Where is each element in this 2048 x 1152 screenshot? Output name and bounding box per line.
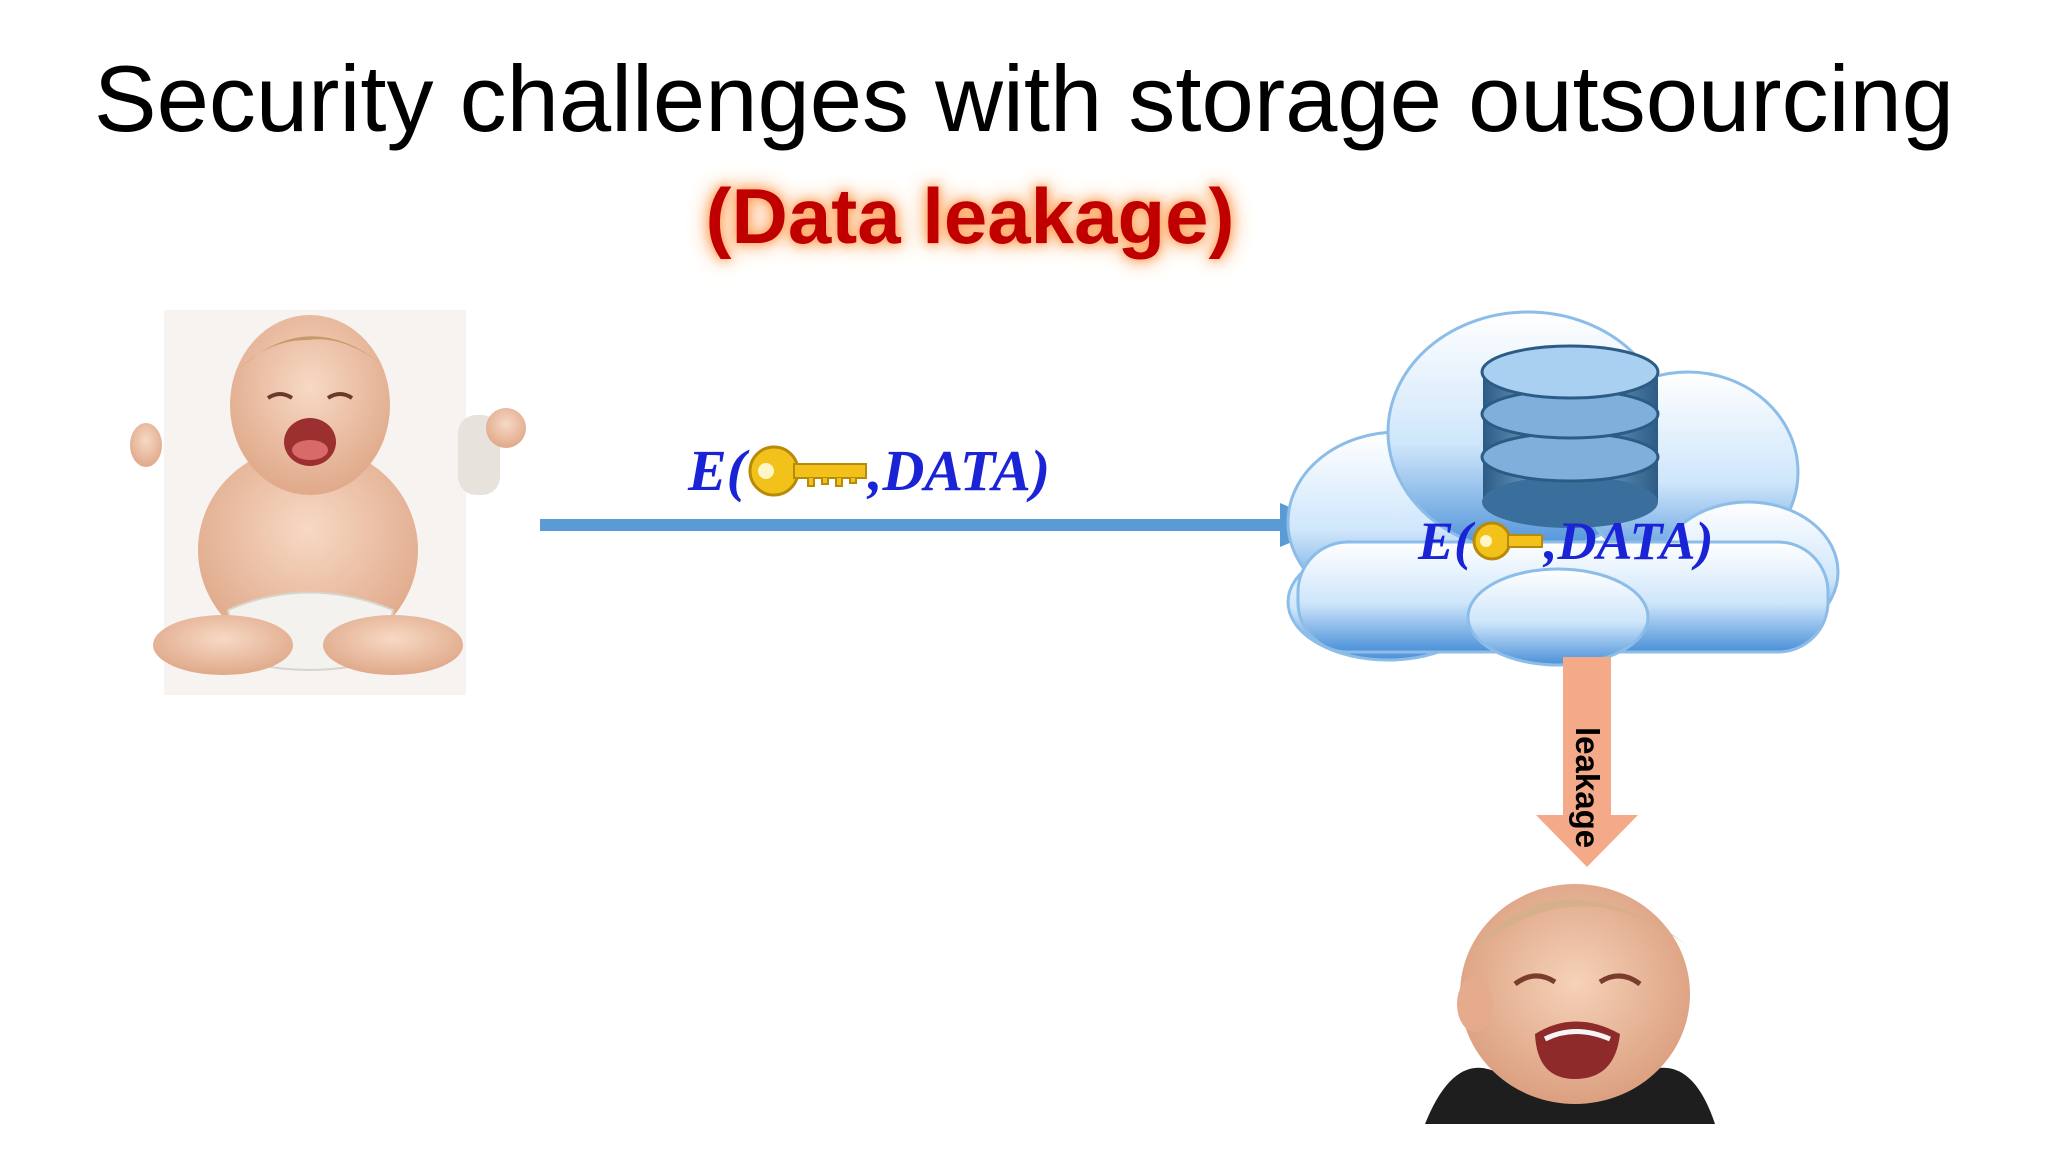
baby-owner-image: [128, 310, 548, 695]
cloud-suffix: ,DATA): [1544, 508, 1714, 574]
upload-arrow: [540, 500, 1332, 550]
key-icon: [746, 440, 868, 502]
leakage-label: leakage: [1567, 727, 1607, 797]
transfer-prefix: E(: [688, 438, 746, 504]
cloud-prefix: E(: [1418, 508, 1472, 574]
transfer-suffix: ,DATA): [868, 438, 1050, 504]
database-icon: [1482, 346, 1658, 528]
key-icon: [1472, 513, 1544, 569]
baby-victim-image: [1425, 874, 1715, 1124]
cloud-storage-image: [1278, 302, 1844, 667]
transfer-encrypted-data: E( ,DATA): [688, 438, 1050, 504]
slide-title: Security challenges with storage outsour…: [0, 44, 2048, 154]
cloud-encrypted-data: E( ,DATA): [1418, 508, 1714, 574]
slide-subtitle: (Data leakage): [560, 168, 1380, 264]
